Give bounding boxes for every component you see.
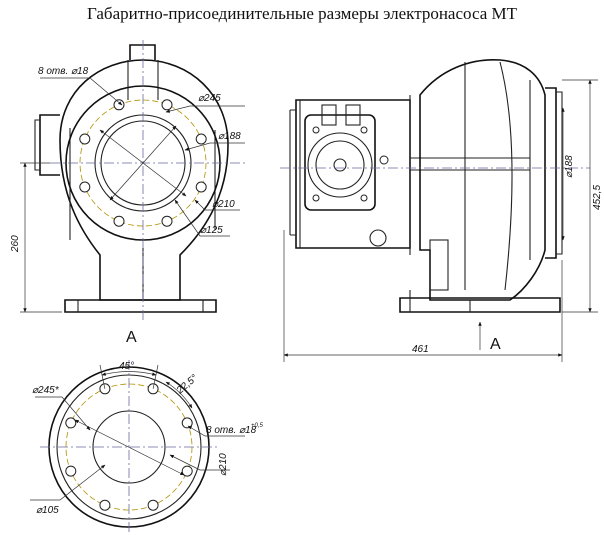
motor-body [295,99,411,249]
flange-angle-top: 45° [119,361,134,372]
side-height-label: 452,5 [592,185,603,210]
pump-volute [419,59,546,301]
side-nozzle [39,114,60,176]
flange-view: 45° 22,5° ⌀245* 8 отв. ⌀18 +0,5 ⌀210 ⌀10… [30,360,264,535]
flange-angle-side: 22,5° [174,373,200,397]
outlet-flange [545,87,557,259]
flange-d245-label: ⌀245* [32,385,60,396]
page-title: Габаритно-присоединительные размеры элек… [86,4,517,23]
side-base [399,297,561,313]
front-view-label: A [126,329,137,346]
side-length-label: 461 [412,344,429,355]
front-d245-label: ⌀245 [198,93,221,104]
front-holes-label: 8 отв. ⌀18 [38,66,89,77]
front-d125-label: ⌀125 [200,225,223,236]
base-plate [64,299,217,313]
side-d188-label: ⌀188 [564,155,575,178]
bolt-holes [79,99,207,227]
pump-casing-outline [59,59,229,301]
side-view: ⌀188 452,5 461 A [280,59,603,362]
lifting-eye [369,229,387,247]
front-view: 8 отв. ⌀18 ⌀245 ⌀188 ⌀210 ⌀125 260 A [10,40,245,346]
side-view-label: A [490,336,501,353]
front-d210-label: ⌀210 [212,199,235,210]
flange-d105-label: ⌀105 [36,505,59,516]
flange-holes-label: 8 отв. ⌀18 [206,425,257,436]
top-boss [129,44,156,60]
flange-d210-label: ⌀210 [218,453,229,476]
terminal-box [304,114,376,211]
front-d188-label: ⌀188 [218,131,241,142]
front-height-label: 260 [10,235,21,253]
flange-holes-tolerance: +0,5 [251,423,264,429]
bolt-circle [79,99,207,227]
